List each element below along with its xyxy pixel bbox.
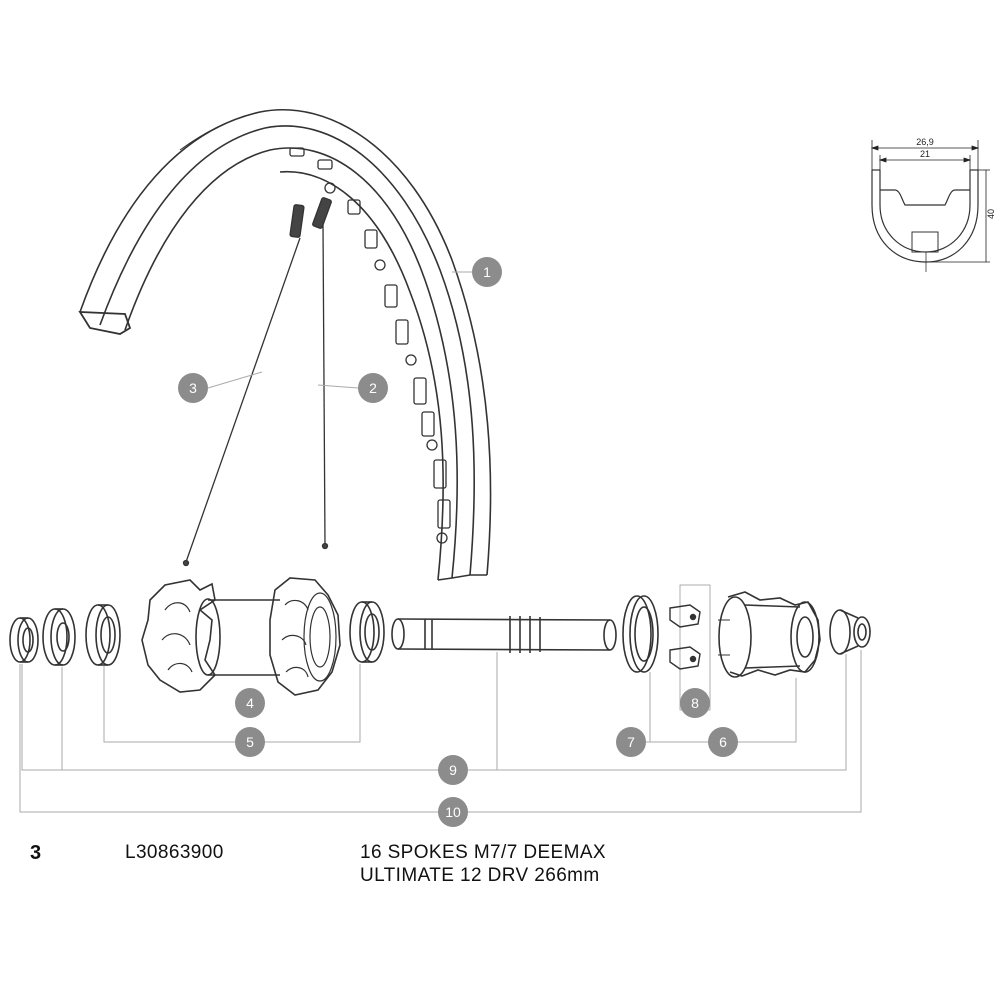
left-end-cap	[9, 617, 39, 663]
caption-description-line1: 16 SPOKES M7/7 DEEMAX	[360, 842, 606, 863]
right-end-cap	[829, 609, 871, 655]
profile-outer-width: 26,9	[916, 137, 934, 147]
caption-reference: L30863900	[125, 842, 224, 863]
rim	[78, 108, 492, 581]
left-nut	[42, 608, 76, 666]
svg-text:4: 4	[246, 695, 254, 711]
svg-text:10: 10	[445, 804, 461, 820]
rim-profile-dimensions	[870, 140, 990, 263]
svg-text:3: 3	[189, 380, 197, 396]
leader-lines	[19, 271, 862, 813]
callout-10: 10	[438, 797, 468, 827]
svg-text:6: 6	[719, 734, 727, 750]
left-bearing	[85, 604, 121, 666]
svg-text:9: 9	[449, 762, 457, 778]
seal-ring	[622, 595, 659, 673]
caption-quantity: 3	[30, 842, 42, 864]
freehub-body	[718, 591, 821, 678]
svg-text:1: 1	[483, 264, 491, 280]
profile-height: 40	[986, 209, 996, 219]
callout-2: 2	[358, 373, 388, 403]
rim-holes	[289, 147, 451, 544]
svg-text:2: 2	[369, 380, 377, 396]
hub	[141, 577, 341, 696]
spokes	[182, 197, 332, 567]
callout-7: 7	[616, 727, 646, 757]
callouts: 1 2 3 4 5 6 7 8	[178, 257, 738, 827]
caption-description-line2: ULTIMATE 12 DRV 266mm	[360, 865, 600, 886]
svg-text:5: 5	[246, 734, 254, 750]
profile-inner-width: 21	[920, 149, 930, 159]
svg-text:7: 7	[627, 734, 635, 750]
callout-9: 9	[438, 755, 468, 785]
right-bearing	[349, 601, 385, 663]
callout-3: 3	[178, 373, 208, 403]
rim-profile	[871, 169, 979, 272]
callout-6: 6	[708, 727, 738, 757]
callout-1: 1	[472, 257, 502, 287]
axle	[391, 616, 617, 653]
callout-5: 5	[235, 727, 265, 757]
svg-text:8: 8	[691, 695, 699, 711]
callout-4: 4	[235, 688, 265, 718]
callout-8: 8	[680, 688, 710, 718]
pawls	[669, 584, 711, 711]
